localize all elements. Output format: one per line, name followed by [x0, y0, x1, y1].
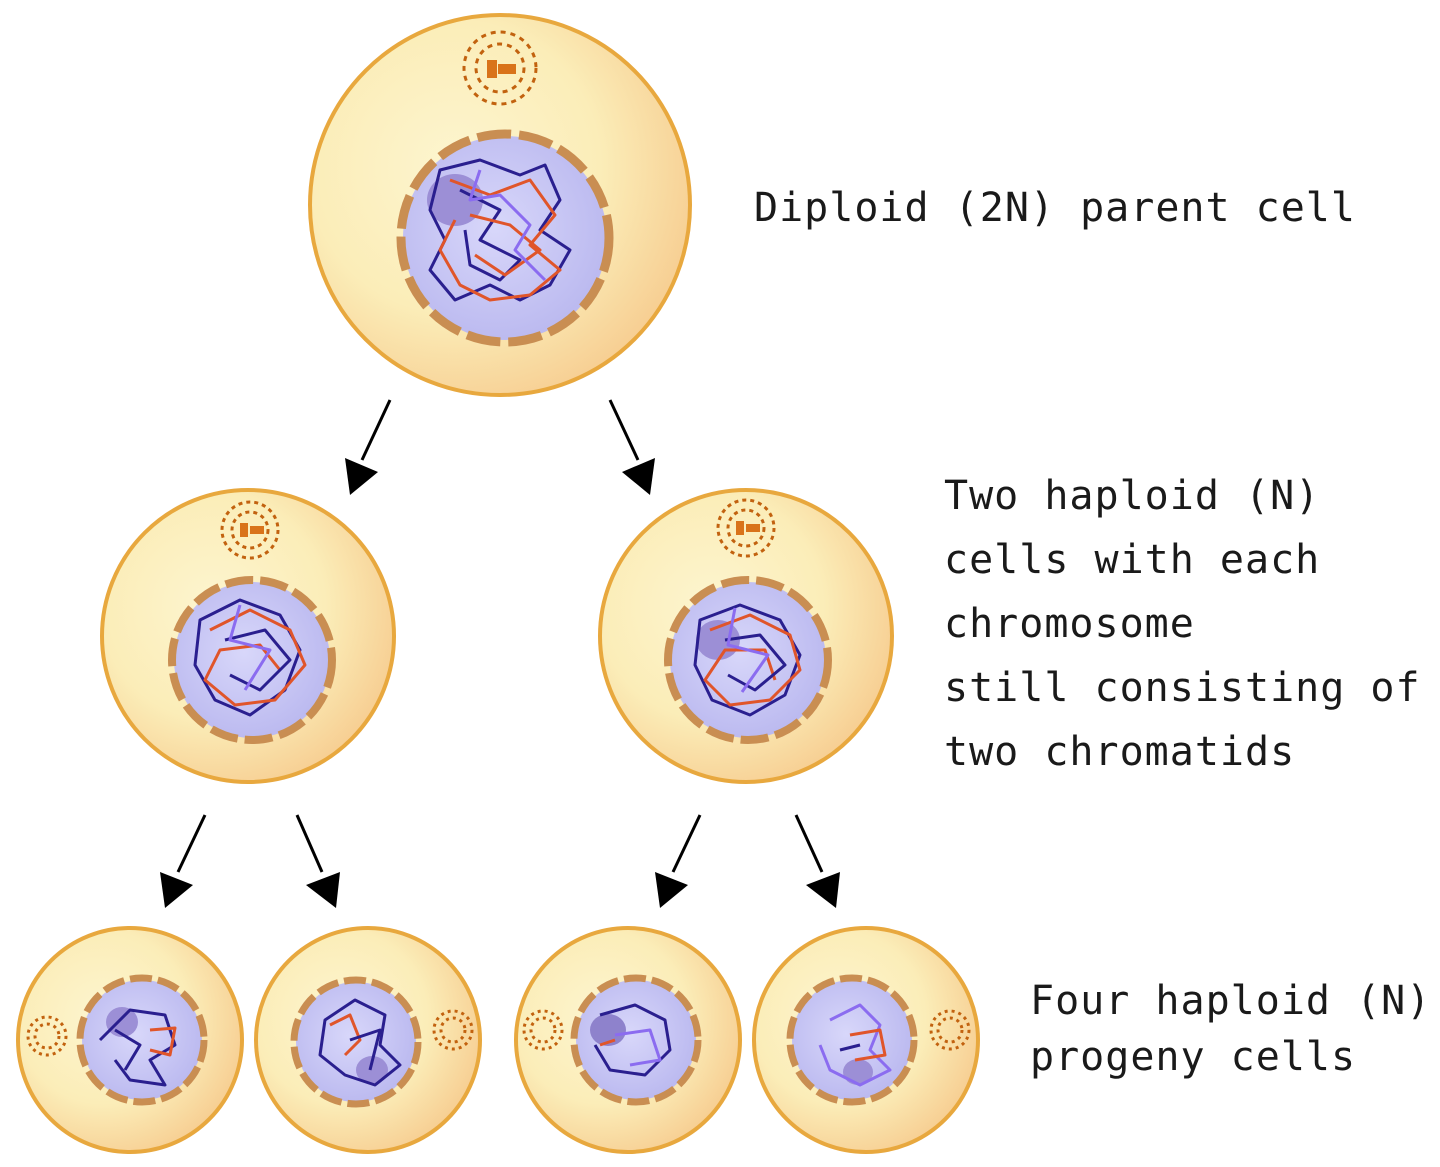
progeny-cell-1-centrosome [26, 1015, 68, 1057]
haploid-cells-label-line-5: two chromatids [944, 729, 1296, 775]
arrow-right-to-progeny-4 [794, 814, 840, 908]
haploid-cell-right-centrosome [716, 498, 776, 558]
parent-chromatin [428, 158, 572, 302]
haploid-cell-left-centrosome [220, 500, 280, 560]
arrow-left-to-progeny-2 [295, 814, 340, 908]
arrow-parent-to-right [608, 399, 655, 495]
parent-nucleus [396, 129, 614, 347]
progeny-cell-3-centrosome [522, 1009, 564, 1051]
progeny-cell-3 [514, 926, 742, 1154]
haploid-cells-label: Two haploid (N) cells with each chromoso… [944, 464, 1421, 784]
progeny-cell-2-centrosome [432, 1009, 474, 1051]
arrow-parent-to-left [345, 399, 392, 495]
parent-cell-label: Diploid (2N) parent cell [754, 176, 1356, 240]
arrow-right-to-progeny-3 [655, 814, 702, 908]
parent-centrosome [462, 30, 538, 106]
parent-cell [308, 13, 692, 397]
haploid-cells-label-line-1: Two haploid (N) [944, 473, 1321, 519]
progeny-cell-2 [254, 926, 482, 1154]
progeny-cell-4-centrosome [929, 1009, 971, 1051]
haploid-cells-label-line-2: cells with each [944, 537, 1321, 583]
haploid-cell-left [100, 488, 396, 784]
haploid-cell-right [598, 488, 894, 784]
progeny-cells-label-line-2: progeny cells [1030, 1034, 1357, 1080]
progeny-cell-4 [752, 926, 980, 1154]
parent-cell-label-text: Diploid (2N) parent cell [754, 185, 1356, 231]
arrow-left-to-progeny-1 [160, 814, 207, 908]
progeny-cells-label-line-1: Four haploid (N) [1030, 978, 1432, 1024]
haploid-cells-label-line-3: chromosome [944, 601, 1195, 647]
progeny-cell-1 [16, 926, 244, 1154]
progeny-cells-label: Four haploid (N) progeny cells [1030, 973, 1431, 1085]
haploid-cells-label-line-4: still consisting of [944, 665, 1421, 711]
